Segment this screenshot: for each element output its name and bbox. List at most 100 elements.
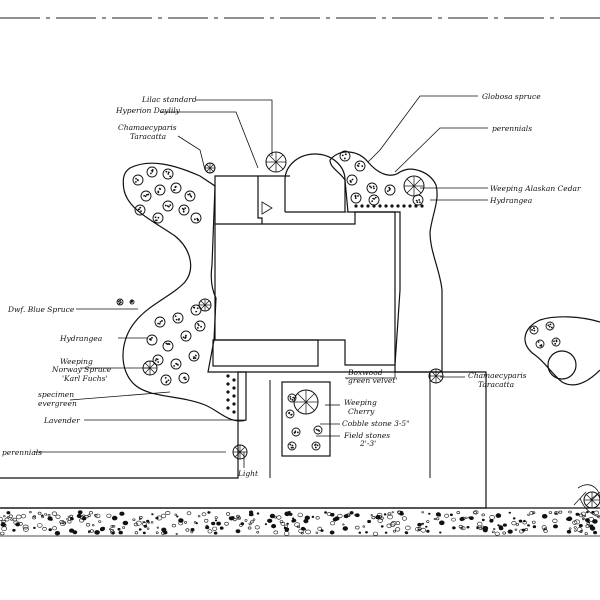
gravel-stone (367, 519, 372, 524)
gravel-strip (0, 510, 600, 536)
gravel-stone (201, 512, 207, 517)
gravel-stone (426, 520, 430, 523)
shrub-symbol (366, 182, 378, 194)
gravel-stone (146, 527, 150, 530)
gravel-stone (444, 513, 449, 518)
gravel-stone (214, 516, 218, 519)
gravel-stone (22, 526, 29, 532)
right-island-bed (524, 316, 600, 386)
hydrangea-dot (408, 204, 412, 208)
shrub-symbol (194, 320, 206, 332)
gravel-stone (269, 513, 276, 519)
shrub-symbol (535, 339, 545, 349)
gravel-stone (186, 511, 192, 516)
gravel-stone (435, 512, 441, 517)
hydrangea-dot (378, 204, 382, 208)
gravel-stone (565, 517, 570, 521)
gravel-stone (82, 514, 85, 517)
gravel-stone (84, 514, 89, 519)
north-arrow-scribble (573, 484, 600, 517)
gravel-stone (6, 511, 11, 515)
gravel-stone (337, 513, 343, 519)
gravel-stone (583, 514, 587, 518)
gravel-stone (387, 514, 393, 520)
gravel-stone (456, 511, 461, 515)
shrub-symbol (180, 330, 192, 342)
gravel-stone (466, 525, 470, 529)
shrub-symbol (178, 372, 190, 384)
gravel-stone (10, 518, 14, 521)
gravel-stone (574, 529, 577, 532)
gravel-stone (449, 513, 453, 517)
gravel-stone (460, 526, 464, 530)
gravel-stone (122, 520, 129, 526)
shrub-symbol (134, 204, 146, 216)
gravel-stone (383, 513, 387, 516)
gravel-stone (397, 510, 403, 515)
gravel-stone (481, 518, 485, 522)
label-field-stones-2: 2'-3' (359, 439, 376, 448)
lavender-dot (232, 394, 236, 398)
gravel-stone (558, 510, 563, 514)
gravel-stone (317, 526, 323, 531)
shrub-symbol (178, 204, 190, 216)
gravel-stone (417, 522, 422, 527)
label-chamaecyparis-right-2: Taracatta (478, 380, 514, 389)
gravel-stone (12, 528, 16, 532)
shrub-symbol (154, 316, 166, 328)
gravel-stone (586, 521, 591, 525)
gravel-stone (184, 521, 188, 524)
gravel-stone (582, 518, 585, 521)
gravel-stone (0, 531, 5, 536)
gravel-stone (106, 513, 112, 518)
gravel-stone (494, 531, 500, 536)
gravel-stone (329, 530, 335, 535)
shrub-symbol (412, 194, 424, 206)
gravel-stone (67, 519, 72, 524)
gravel-stone (155, 531, 159, 534)
gravel-stone (271, 523, 277, 529)
gravel-stone (395, 527, 401, 532)
gravel-stone (176, 515, 179, 518)
gravel-stone (342, 523, 345, 526)
gravel-stone (433, 517, 437, 520)
gravel-stone (508, 511, 511, 514)
gravel-stone (439, 531, 442, 534)
gravel-stone (584, 532, 588, 535)
gravel-stone (541, 513, 548, 519)
gravel-stone (13, 520, 19, 525)
gravel-stone (575, 512, 580, 516)
gravel-stone (554, 511, 559, 515)
gravel-stone (585, 524, 590, 528)
shrub-symbol (160, 374, 172, 386)
label-weeping-cherry-1: Weeping (344, 398, 377, 407)
right-planting-bed (329, 151, 443, 373)
lavender-dot (226, 390, 230, 394)
shrub-symbol (162, 200, 174, 212)
gravel-stone (586, 510, 589, 514)
gravel-stone (365, 531, 368, 534)
gravel-stone (67, 515, 71, 518)
gravel-stone (3, 515, 6, 518)
gravel-stone (532, 525, 537, 529)
gravel-stone (401, 516, 407, 521)
shrub-symbol (154, 184, 166, 196)
label-perennials-left: perennials (2, 448, 42, 457)
shrub-symbol (311, 441, 321, 451)
gravel-stone (87, 531, 91, 534)
gravel-stone (239, 523, 243, 527)
label-field-stones-1: Field stones (343, 431, 390, 440)
gravel-stone (532, 511, 536, 515)
label-green-velvet: 'green velvet' (346, 376, 397, 385)
shrub-symbol (287, 393, 297, 403)
chamaecyparis-symbol (428, 368, 444, 384)
gravel-stone (568, 510, 572, 514)
gravel-stone (597, 515, 600, 519)
gravel-stone (489, 515, 495, 520)
gravel-stone (174, 513, 178, 516)
gravel-stone (589, 526, 596, 531)
gravel-stone (244, 519, 248, 522)
gravel-stone (405, 525, 411, 531)
gravel-stone (52, 526, 57, 531)
shrub-symbol (384, 184, 396, 196)
